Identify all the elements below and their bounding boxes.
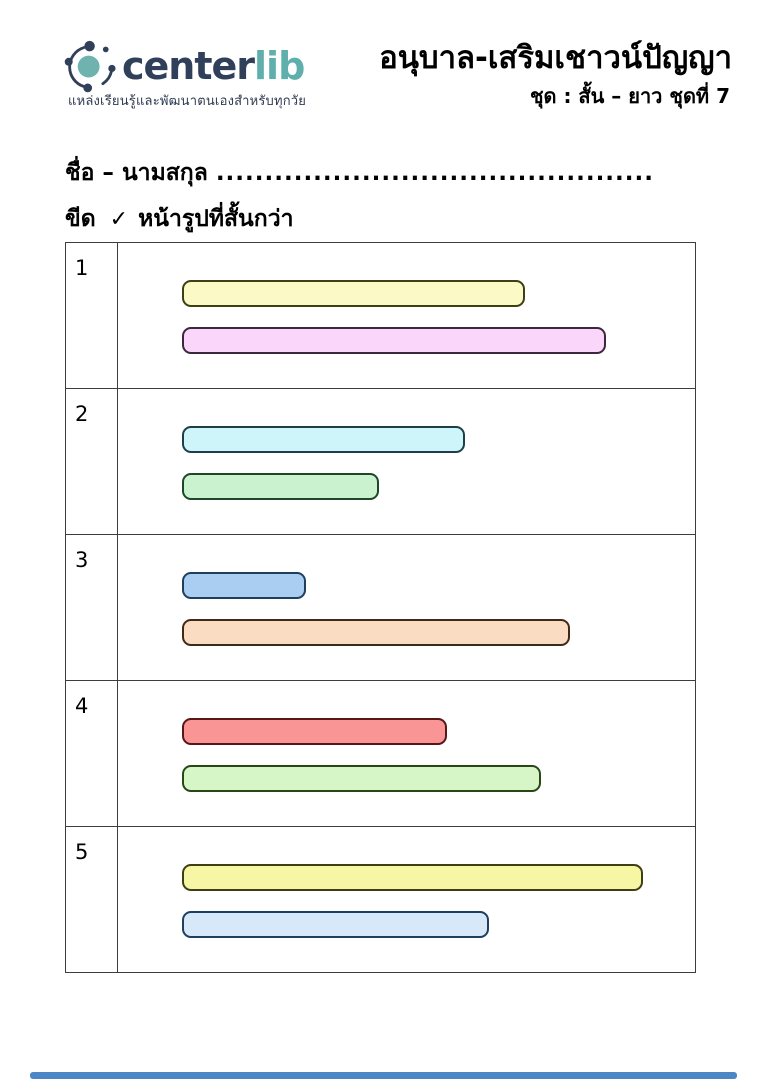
name-fill-in-dots: ........................................…: [215, 160, 654, 186]
instruction-suffix: หน้ารูปที่สั้นกว่า: [138, 206, 294, 232]
yellow-bar-short[interactable]: [182, 280, 525, 307]
row-number: 5: [66, 827, 118, 972]
row-number: 3: [66, 535, 118, 680]
footer-accent-bar: [30, 1072, 737, 1079]
title-block: อนุบาล-เสริมเชาวน์ปัญญา ชุด : สั้น – ยาว…: [379, 40, 732, 112]
bars-cell[interactable]: [118, 535, 695, 680]
row-number: 4: [66, 681, 118, 826]
cyan-bar-long[interactable]: [182, 426, 465, 453]
row-number: 2: [66, 389, 118, 534]
bars-cell[interactable]: [118, 389, 695, 534]
name-label: ชื่อ – นามสกุล: [65, 160, 216, 186]
green-bar-long[interactable]: [182, 765, 541, 792]
row-number: 1: [66, 243, 118, 388]
blue-bar-short[interactable]: [182, 572, 306, 599]
table-row: 4: [66, 680, 695, 826]
table-row: 5: [66, 826, 695, 972]
name-surname-line: ชื่อ – นามสกุล .........................…: [65, 155, 654, 191]
bars-cell[interactable]: [118, 681, 695, 826]
table-row: 2: [66, 388, 695, 534]
brand-primary-text: center: [122, 44, 255, 88]
dots-swirl-icon: [64, 40, 116, 93]
table-row: 1: [66, 243, 695, 388]
bars-cell[interactable]: [118, 243, 695, 388]
pink-bar-long[interactable]: [182, 327, 606, 354]
logo-tagline: แหล่งเรียนรู้และพัฒนาตนเองสำหรับทุกวัย: [68, 94, 307, 109]
lightblue-bar-short[interactable]: [182, 911, 489, 938]
table-row: 3: [66, 534, 695, 680]
instruction-line: ขีด ✓ หน้ารูปที่สั้นกว่า: [65, 201, 294, 237]
checkmark-icon: ✓: [109, 207, 129, 232]
page-subtitle: ชุด : สั้น – ยาว ชุดที่ 7: [529, 84, 730, 109]
bars-cell[interactable]: [118, 827, 695, 972]
red-bar-short[interactable]: [182, 718, 447, 745]
centerlib-wordmark: centerlib: [122, 44, 305, 88]
page-title: อนุบาล-เสริมเชาวน์ปัญญา: [379, 40, 732, 76]
brand-secondary-text: lib: [254, 44, 305, 88]
instruction-prefix: ขีด: [65, 206, 96, 232]
yellow-bar-long[interactable]: [182, 864, 643, 891]
peach-bar-long[interactable]: [182, 619, 570, 646]
green-bar-short[interactable]: [182, 473, 379, 500]
centerlib-logo-icon: [63, 39, 120, 100]
